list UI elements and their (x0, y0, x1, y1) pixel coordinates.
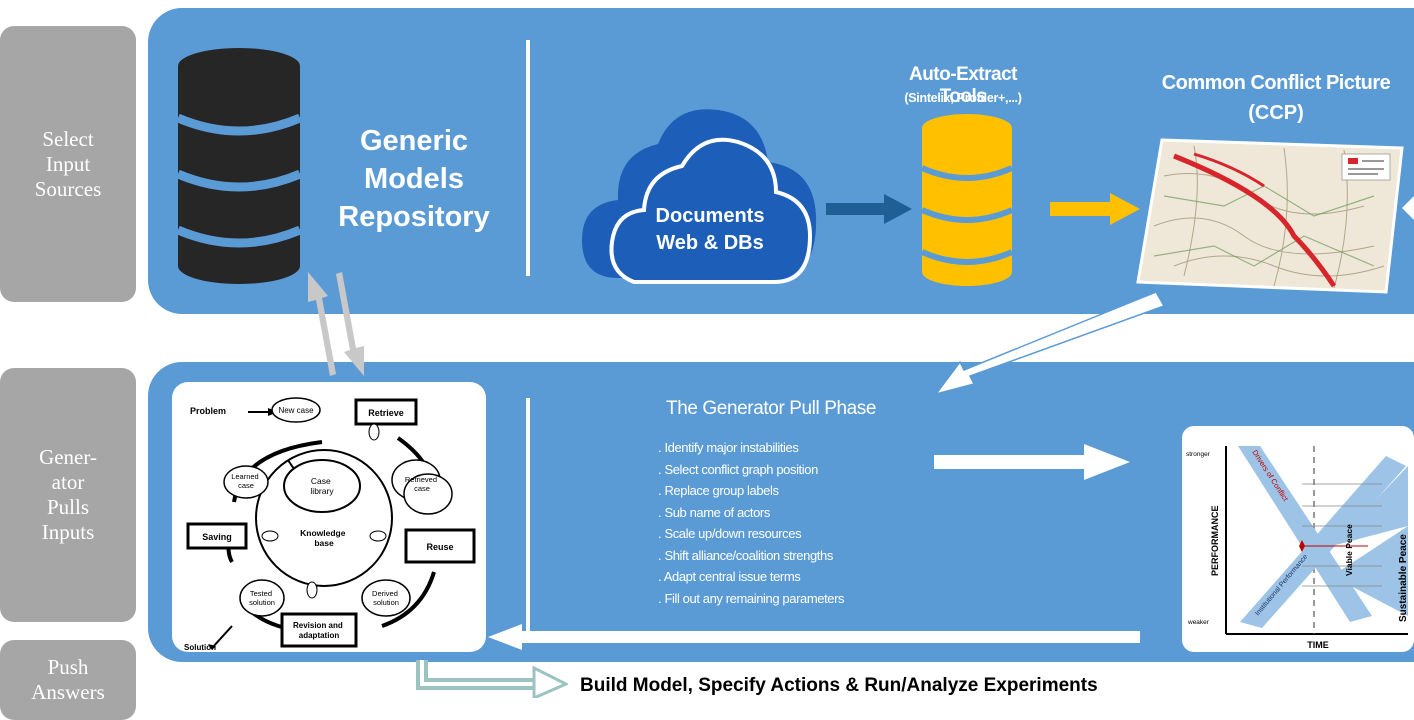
divider-top (526, 40, 530, 276)
cbr-revision-line-2: adaptation (299, 631, 340, 640)
cbr-tested-solution: Tested solution (249, 589, 275, 607)
arrow-documents-to-tools (826, 194, 912, 224)
pull-step-text: Replace group labels (664, 483, 779, 498)
arrow-return-to-cbr (488, 624, 1140, 650)
footer-text: Build Model, Specify Actions & Run/Analy… (580, 675, 1098, 696)
exchange-arrows (308, 272, 364, 376)
pull-step-text: Fill out any remaining parameters (664, 590, 845, 606)
ccp-title: Common Conflict Picture (1161, 72, 1391, 94)
pull-phase-steps: . Identify major instabilities . Select … (658, 437, 845, 609)
documents-label: Documents Web & DBs (655, 205, 765, 254)
cbr-knowledge-base-line-1: Knowledge (300, 528, 346, 538)
cbr-derived-solution: Derived solution (372, 589, 400, 607)
pull-step: . Scale up/down resources (658, 526, 802, 541)
pull-step-text: Select conflict graph position (664, 461, 818, 477)
cbr-learned-case: Learned case (231, 472, 261, 490)
cbr-retrieved-case-line-1: Retrieved (405, 475, 437, 484)
ccp-subtitle: (CCP) (1248, 102, 1304, 124)
divider-bottom (526, 398, 530, 634)
cbr-derived-solution-line-1: Derived (372, 589, 398, 598)
pull-phase-title: The Generator Pull Phase (666, 398, 877, 419)
cbr-reuse: Reuse (426, 542, 453, 552)
cbr-saving: Saving (202, 532, 232, 542)
cbr-solution: Solution (184, 643, 216, 652)
pull-step: . Shift alliance/coalition strengths (658, 547, 833, 563)
right-edge-arrow (1402, 196, 1414, 220)
side-label-select-input-sources: Select Input Sources (0, 26, 136, 302)
peace-chart-stronger: stronger (1186, 451, 1211, 458)
cbr-retrieve: Retrieve (368, 408, 404, 418)
cbr-retrieved-case-line-2: case (414, 484, 430, 493)
cloud-icon (582, 109, 817, 284)
side-label-push-answers: Push Answers (0, 640, 136, 720)
side-label-generator-pulls-inputs: Gener- ator Pulls Inputs (0, 368, 136, 622)
cbr-revision-line-1: Revision and (293, 621, 343, 630)
arrow-tools-to-ccp (1050, 193, 1140, 225)
pull-step-text: Scale up/down resources (664, 526, 802, 541)
peace-chart-ylabel: PERFORMANCE (1210, 505, 1220, 576)
cbr-tested-solution-line-2: solution (249, 598, 275, 607)
cbr-case-library-line-2: library (310, 486, 334, 496)
cbr-derived-solution-line-2: solution (373, 598, 399, 607)
cbr-learned-case-line-1: Learned (231, 472, 259, 481)
cbr-learned-case-line-2: case (238, 481, 254, 490)
pull-step: . Select conflict graph position (658, 461, 818, 477)
repository-database-icon (178, 48, 300, 284)
pull-step: . Adapt central issue terms (658, 569, 801, 584)
auto-extract-subtitle: (Sintelix, Profiler+,...) (904, 91, 1022, 105)
peace-chart-xlabel: TIME (1307, 640, 1329, 650)
pull-step: . Fill out any remaining parameters (658, 590, 845, 606)
peace-chart-weaker: weaker (1187, 619, 1210, 626)
cbr-revision: Revision and adaptation (293, 621, 345, 640)
pull-step-text: Adapt central issue terms (663, 569, 801, 584)
cbr-tested-solution-line-1: Tested (250, 589, 272, 598)
case-based-reasoning-diagram: Problem New case Retrieve Learned case C… (172, 382, 486, 652)
cbr-new-case: New case (278, 406, 314, 415)
repository-title: Generic Models Repository (338, 125, 490, 233)
auto-extract-database-icon (922, 114, 1012, 286)
peace-chart-viable: Viable Peace (1344, 524, 1354, 576)
cbr-case-library-line-1: Case (311, 476, 331, 486)
cbr-knowledge-base-line-2: base (314, 538, 334, 548)
pull-step: . Identify major instabilities (658, 440, 799, 455)
arrow-ccp-to-pull-phase (934, 291, 1166, 396)
peace-chart: stronger weaker PERFORMANCE TIME Drivers… (1182, 426, 1414, 652)
footer-arrow (416, 660, 568, 698)
cbr-retrieved-case: Retrieved case (405, 475, 439, 493)
cbr-problem: Problem (190, 406, 226, 416)
cbr-knowledge-base: Knowledge base (300, 528, 348, 548)
auto-extract-title: Auto-Extract Tools (908, 64, 1018, 107)
pull-step: . Replace group labels (658, 483, 779, 498)
pull-step-text: Sub name of actors (664, 504, 770, 520)
conflict-map-image (1136, 138, 1404, 294)
pull-step: . Sub name of actors (658, 504, 770, 520)
arrow-to-peace-chart (934, 444, 1130, 480)
cbr-case-library: Case library (310, 476, 334, 496)
peace-chart-sustainable: Sustainable Peace (1398, 534, 1409, 622)
pull-step-text: Shift alliance/coalition strengths (664, 547, 833, 563)
pull-step-text: Identify major instabilities (664, 440, 799, 455)
